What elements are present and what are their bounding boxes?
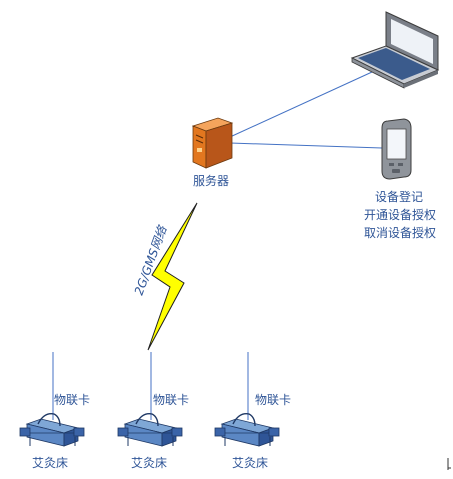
card-label: 物联卡 (153, 393, 189, 407)
device-label: 艾灸床 (131, 456, 167, 470)
server-handheld-link (229, 142, 383, 149)
device-group: 物联卡 艾灸床 (19, 352, 90, 470)
server-label: 服务器 (193, 173, 229, 188)
device-group: 物联卡 艾灸床 (117, 352, 189, 470)
laptop-icon (350, 11, 440, 89)
card-label: 物联卡 (54, 393, 90, 407)
device-label: 艾灸床 (232, 456, 268, 470)
pda-icon (381, 118, 412, 180)
moxibustion-bed-icon (214, 413, 280, 447)
server-laptop-link (229, 71, 373, 138)
device-label: 艾灸床 (32, 456, 68, 470)
moxibustion-bed-icon (117, 413, 183, 447)
handheld-function-grant: 开通设备授权 (364, 207, 436, 222)
device-group: 物联卡 艾灸床 (214, 352, 291, 470)
card-label: 物联卡 (255, 393, 291, 407)
handheld-function-revoke: 取消设备授权 (364, 225, 436, 240)
moxibustion-bed-icon (19, 413, 85, 447)
lightning-bolt-icon (147, 202, 198, 351)
handheld-function-register: 设备登记 (375, 189, 423, 204)
text-cursor-mark (447, 458, 451, 470)
server-icon (191, 117, 234, 169)
